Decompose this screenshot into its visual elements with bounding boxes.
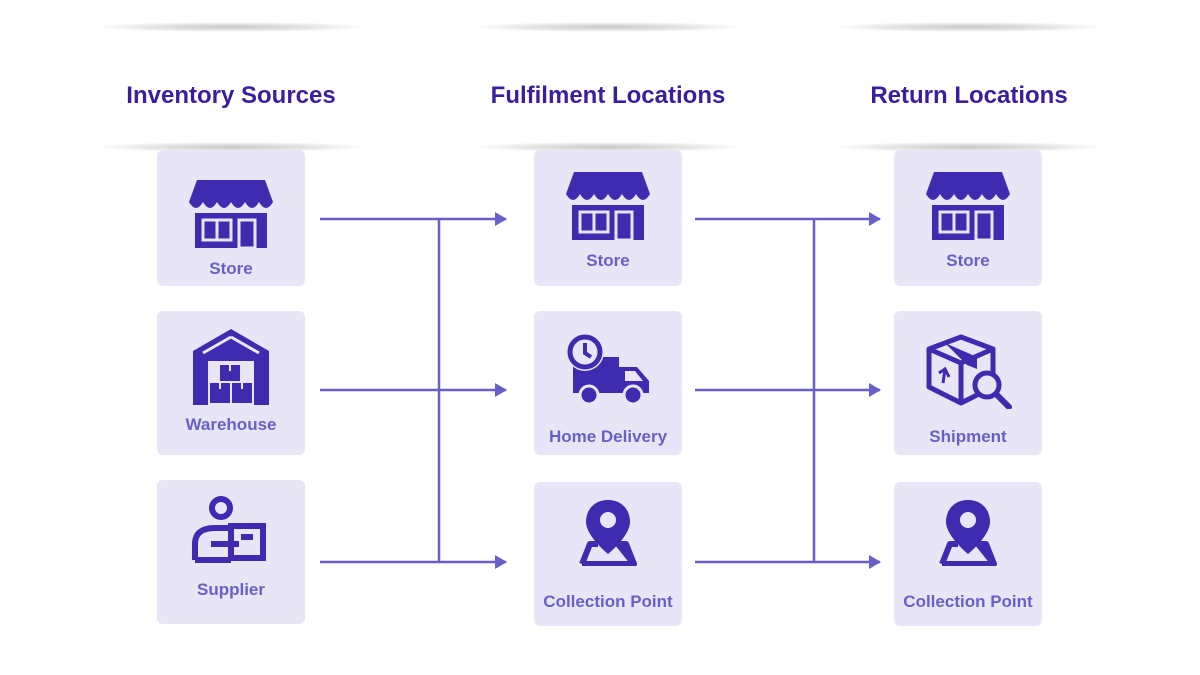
returns-shipment-card: Shipment [894,311,1042,455]
inventory-sources-header: Inventory Sources [96,22,366,152]
return-locations-title: Return Locations [870,82,1068,109]
fulfilment-locations-header: Fulfilment Locations [473,22,743,152]
inventory-store-label: Store [209,259,253,278]
header-shadow-top [96,22,366,32]
delivery-truck-icon [566,333,649,406]
header-shadow-bottom [473,142,743,152]
returns-store-label: Store [946,251,990,270]
supplier-icon [192,496,266,563]
package-search-icon [926,334,1012,409]
fulfilment-home-delivery-label: Home Delivery [548,427,668,446]
fulfilment-home-delivery-card: Home Delivery [534,311,682,455]
inventory-sources-title: Inventory Sources [126,82,336,109]
return-locations-header: Return Locations [834,22,1104,152]
store-icon [566,172,650,240]
header-shadow-bottom [834,142,1104,152]
fulfilment-collection-point-card: Collection Point [534,482,682,626]
returns-shipment-label: Shipment [929,427,1007,446]
fulfilment-locations-title: Fulfilment Locations [490,82,726,109]
map-pin-icon [939,500,997,566]
header-shadow-top [834,22,1104,32]
returns-store-card: Store [894,150,1042,286]
fulfilment-store-label: Store [586,251,630,270]
inventory-supplier-label: Supplier [196,580,265,599]
inventory-warehouse-card: Warehouse [157,311,305,455]
returns-collection-point-label: Collection Point [903,592,1033,611]
store-icon [189,180,273,248]
inventory-warehouse-label: Warehouse [185,415,277,434]
store-icon [926,172,1010,240]
header-shadow-top [473,22,743,32]
warehouse-icon [193,329,269,405]
header-shadow-bottom [96,142,366,152]
returns-collection-point-card: Collection Point [894,482,1042,626]
map-pin-icon [579,500,637,566]
inventory-store-card: Store [157,150,305,286]
fulfilment-store-card: Store [534,150,682,286]
fulfilment-collection-point-label: Collection Point [543,592,673,611]
inventory-supplier-card: Supplier [157,480,305,624]
